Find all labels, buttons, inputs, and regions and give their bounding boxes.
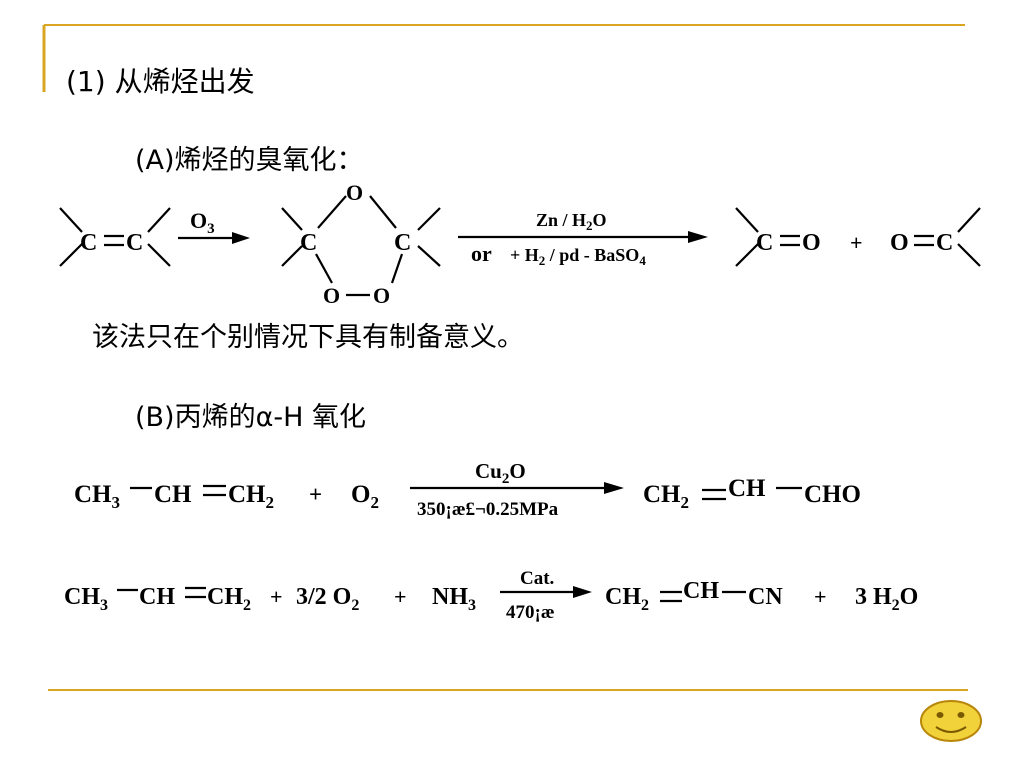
product-2-o: O bbox=[890, 230, 909, 256]
water-product: 3 H2O bbox=[855, 584, 918, 614]
alkene-c2: C bbox=[126, 230, 143, 256]
ozonide-o-bottom-right: O bbox=[373, 283, 390, 308]
arrow-4-head bbox=[573, 586, 592, 598]
part-a-title: (A)烯烃的臭氧化： bbox=[135, 145, 364, 176]
product-1-o: O bbox=[802, 230, 821, 256]
alkene-c1: C bbox=[80, 230, 97, 256]
section-heading: (1) 从烯烃出发 bbox=[66, 65, 255, 98]
conditions-b2: 470¡æ bbox=[506, 602, 555, 623]
part-a-note: 该法只在个别情况下具有制备意义。 bbox=[92, 322, 524, 353]
arrow-3-head bbox=[604, 482, 624, 494]
part-b-title: (B)丙烯的α-H 氧化 bbox=[135, 402, 367, 433]
catalyst-cu2o: Cu2O bbox=[475, 459, 526, 487]
acrylonitrile-ch: CH bbox=[683, 578, 719, 604]
ch-group: CH bbox=[154, 481, 192, 508]
carbonyl-products bbox=[735, 207, 981, 267]
conditions-or: or bbox=[471, 241, 492, 266]
arrow-1-head bbox=[232, 232, 250, 244]
acrylonitrile-cn: CN bbox=[748, 584, 783, 610]
acrolein-ch: CH bbox=[728, 475, 766, 502]
ch-group-2: CH bbox=[139, 584, 175, 610]
product-1-c: C bbox=[756, 230, 773, 256]
ozonide-o-bottom-left: O bbox=[323, 283, 340, 308]
plus-b2c: + bbox=[814, 584, 827, 609]
ozonide-c-left: C bbox=[300, 230, 317, 256]
plus-b2b: + bbox=[394, 584, 407, 609]
conditions-b1: 350¡æ£¬0.25MPa bbox=[417, 499, 559, 520]
plus-b2a: + bbox=[270, 584, 283, 609]
ozonide-o-top: O bbox=[346, 180, 363, 205]
plus-a: + bbox=[850, 230, 863, 255]
smiley-face-icon[interactable] bbox=[920, 700, 982, 742]
ozonide-c-right: C bbox=[394, 230, 411, 256]
arrow-2-head bbox=[688, 231, 708, 243]
oxygen-reagent-2: 3/2 O2 bbox=[296, 584, 359, 614]
acrolein-cho: CHO bbox=[804, 481, 861, 508]
ozonide-structure bbox=[281, 195, 441, 297]
catalyst-cat: Cat. bbox=[520, 568, 554, 589]
product-2-c: C bbox=[936, 230, 953, 256]
alkene-structure bbox=[59, 207, 171, 267]
plus-b1: + bbox=[309, 482, 322, 507]
